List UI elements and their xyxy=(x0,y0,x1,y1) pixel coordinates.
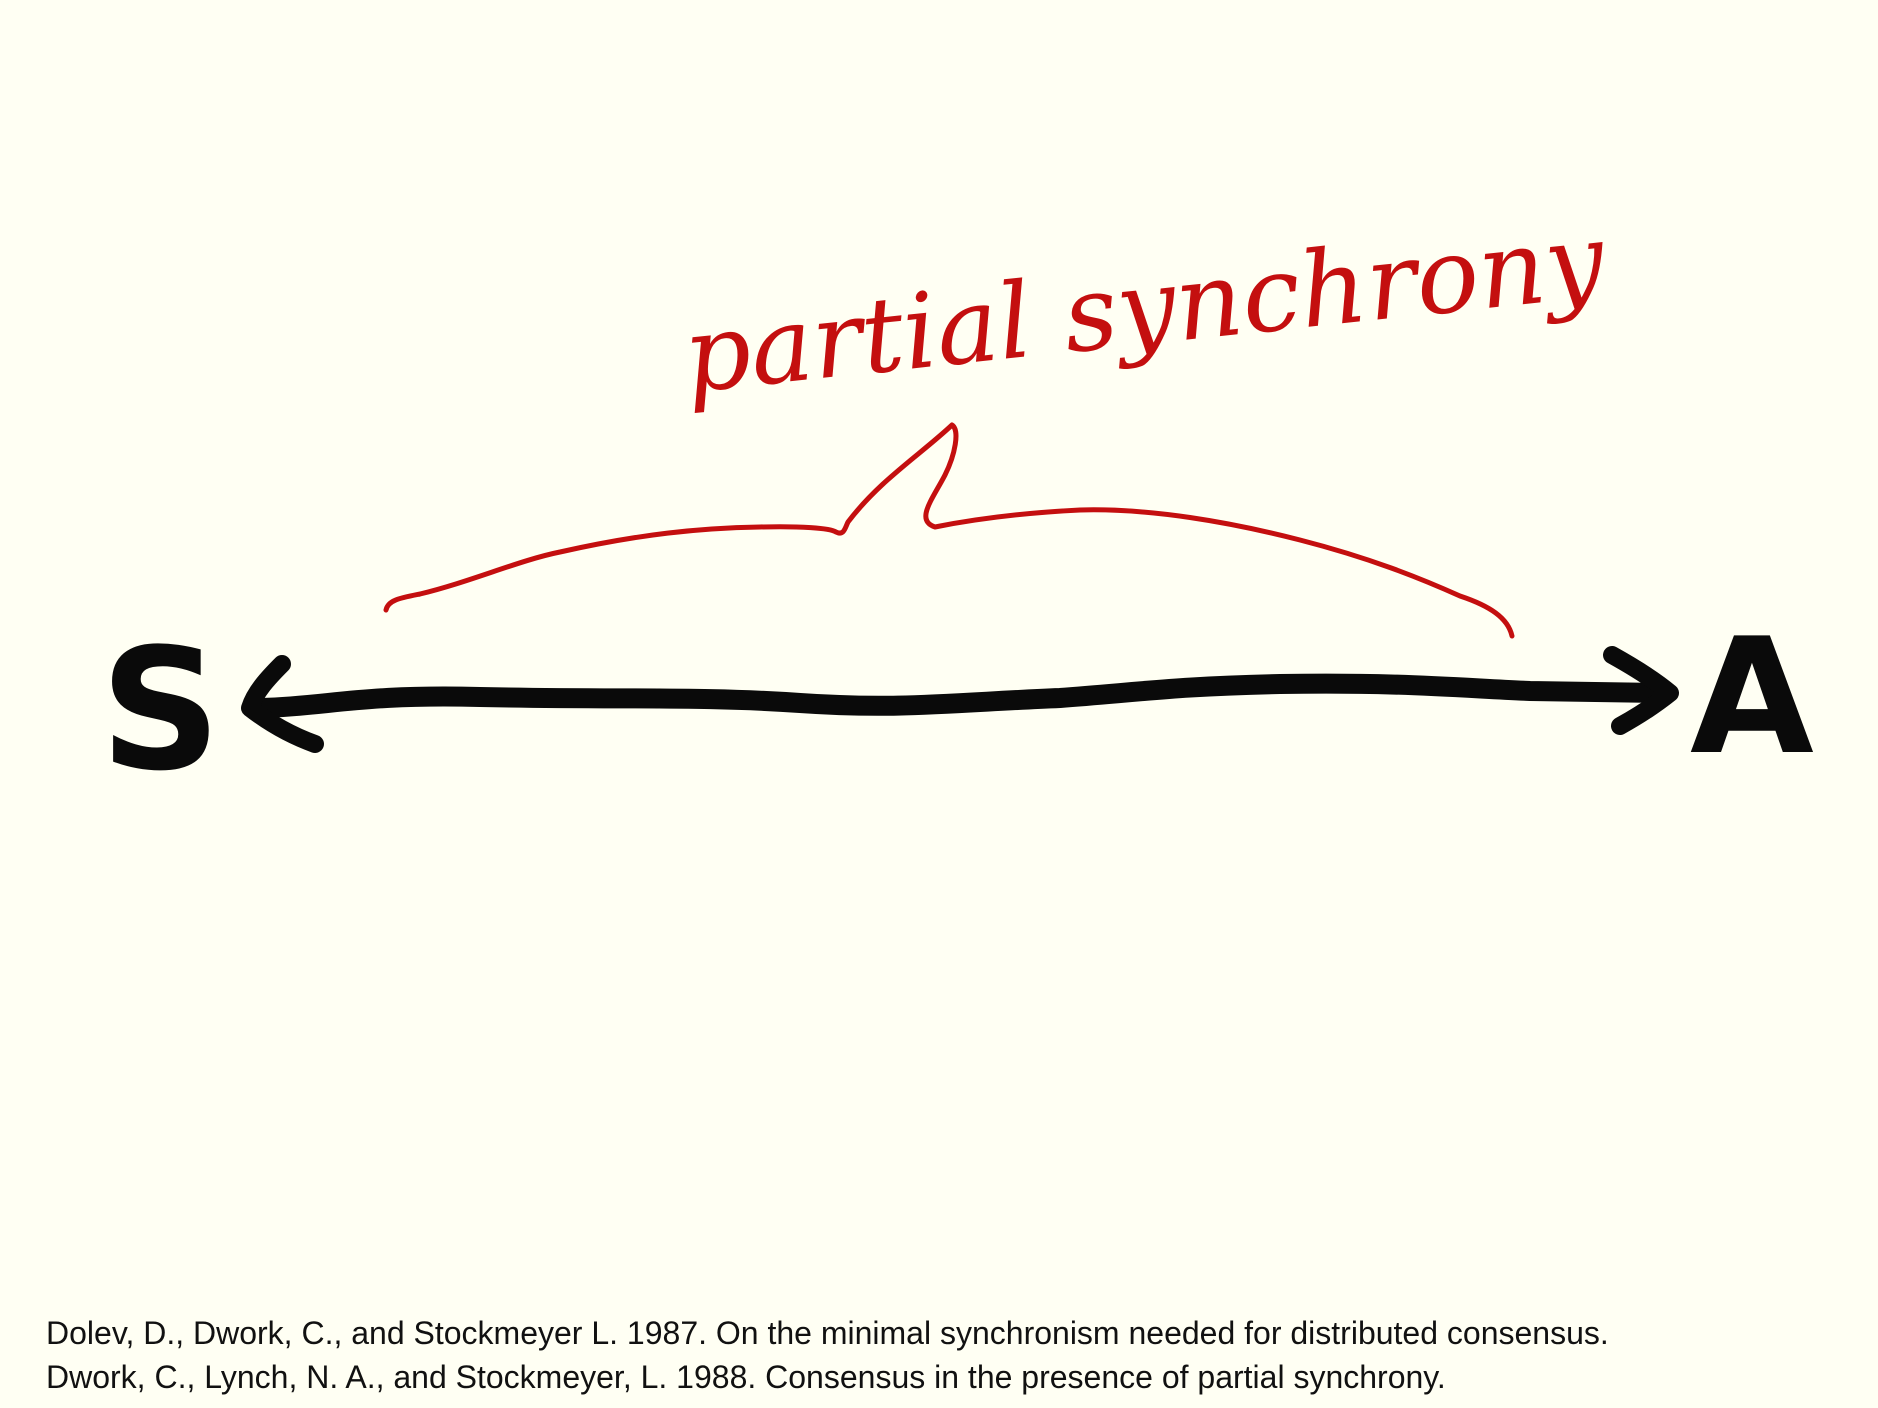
left-label: S xyxy=(100,612,221,808)
reference-1: Dolev, D., Dwork, C., and Stockmeyer L. … xyxy=(46,1315,1609,1351)
left-arrowhead xyxy=(241,655,324,753)
annotation-label: partial synchrony xyxy=(678,199,1611,417)
reference-2: Dwork, C., Lynch, N. A., and Stockmeyer,… xyxy=(46,1359,1446,1395)
right-label: A xyxy=(1690,603,1814,790)
references: Dolev, D., Dwork, C., and Stockmeyer L. … xyxy=(46,1311,1866,1399)
double-headed-arrow-icon xyxy=(241,646,1679,753)
right-arrowhead xyxy=(1603,646,1679,735)
arrow-shaft xyxy=(252,673,1670,718)
curly-brace-icon xyxy=(383,422,1515,639)
